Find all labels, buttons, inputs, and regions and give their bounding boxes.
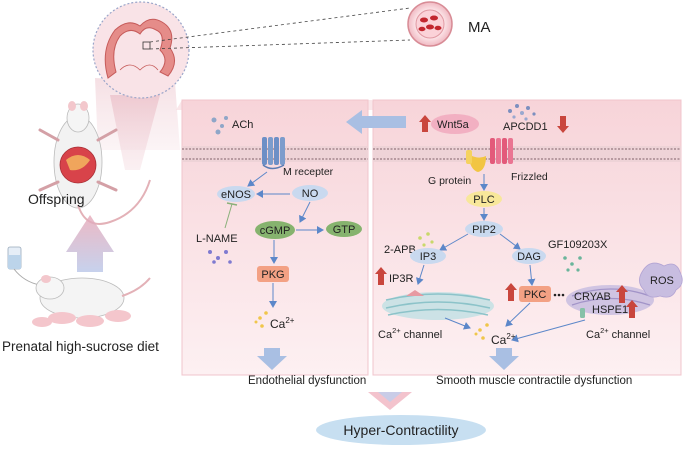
ca-particles-left	[254, 311, 268, 328]
ach-label: ACh	[232, 119, 253, 131]
frizzled-receptor-icon	[490, 138, 513, 164]
arrow-ip3r-ca	[444, 317, 471, 330]
gtp-node	[326, 221, 362, 237]
zoom-line-bottom	[149, 39, 411, 50]
ca-particles-right	[474, 323, 489, 340]
ach-molecules	[211, 116, 228, 135]
ma-label: MA	[468, 19, 491, 36]
ma-vessel-icon	[407, 1, 453, 47]
ca-label-left: Ca2+	[270, 316, 295, 331]
cgmp-node	[255, 221, 295, 239]
pip2-node	[465, 221, 503, 237]
pip2-label: PIP2	[472, 224, 496, 236]
hyper-contractility-label: Hyper-Contractility	[343, 422, 458, 438]
crosstalk-arrow	[346, 110, 406, 134]
no-node	[292, 185, 328, 201]
two-apb-label: 2-APB	[384, 244, 416, 256]
m-receptor-label: M recepter	[283, 166, 334, 178]
apcdd1-label: APCDD1	[503, 121, 548, 133]
l-name-label: L-NAME	[196, 233, 238, 245]
dag-node	[512, 248, 546, 264]
zoom-line-top	[149, 7, 411, 43]
ip3r-up-arrow	[375, 267, 387, 285]
cryab-up-arrow	[616, 285, 628, 303]
arrow-pip2-dag	[499, 233, 521, 250]
pkc-label: PKC	[524, 289, 547, 301]
ip3-node	[410, 248, 446, 264]
pkc-cryab-link	[553, 293, 565, 297]
dag-label: DAG	[517, 251, 541, 263]
hyper-contractility-badge	[316, 415, 486, 445]
pkc-up-arrow	[505, 283, 517, 301]
gf109203x-molecules	[563, 256, 582, 272]
ca-label-right: Ca2+	[491, 332, 516, 347]
wnt5a-blob	[431, 114, 479, 134]
ip3-label: IP3	[420, 251, 437, 263]
m-receptor-icon	[262, 137, 285, 170]
endothelial-dysfunction-label: Endothelial dysfunction	[248, 375, 366, 387]
pregnant-rat-with-pups	[7, 246, 151, 327]
arrow-pkc-ca	[505, 302, 531, 327]
smooth-muscle-dysfunction-label: Smooth muscle contractile dysfunction	[436, 375, 632, 387]
apcdd1-down-arrow	[557, 116, 569, 133]
ca-channel-label-left: Ca2+ channel	[378, 326, 442, 341]
arrow-ip3-ip3r	[415, 264, 425, 285]
pkg-node	[257, 266, 289, 282]
enos-label: eNOS	[221, 189, 251, 201]
gf109203x-label: GF109203X	[548, 239, 608, 251]
inhibit-bar	[226, 202, 238, 206]
apcdd1-molecules	[508, 104, 536, 121]
cryab-label: CRYAB	[574, 291, 611, 303]
g-protein-label: G protein	[428, 175, 471, 187]
sarcoplasmic-reticulum	[382, 290, 494, 320]
frizzled-label: Frizzled	[511, 171, 548, 183]
wnt5a-label: Wnt5a	[437, 119, 470, 131]
plc-node	[466, 191, 502, 207]
no-label: NO	[302, 188, 319, 200]
smooth-muscle-down-arrow	[489, 348, 519, 370]
ros-label: ROS	[650, 275, 674, 287]
arrow-mrec-enos	[247, 171, 268, 187]
colon-illustration	[92, 1, 190, 170]
two-apb-molecules	[418, 232, 434, 247]
smooth-muscle-membrane	[373, 146, 681, 162]
upward-arrow	[66, 215, 114, 272]
converge-arrow-inner	[378, 392, 402, 402]
hspe1-up-arrow	[626, 300, 638, 318]
arrow-no-cgmp	[299, 201, 311, 223]
arrow-pip2-ip3	[439, 233, 469, 251]
pkc-node	[519, 286, 551, 302]
hspe1-label: HSPE1	[592, 304, 628, 316]
l-name-molecules	[208, 250, 232, 264]
arrow-channel-ca	[511, 319, 586, 343]
endothelial-down-arrow	[257, 348, 287, 370]
offspring-label: Offspring	[28, 191, 85, 207]
pkg-label: PKG	[261, 269, 284, 281]
inhibit-lname-enos	[224, 203, 233, 229]
dissected-rat	[38, 101, 151, 225]
wnt5a-up-arrow	[419, 115, 431, 132]
ip3r-label: IP3R	[389, 273, 414, 285]
cgmp-label: cGMP	[260, 225, 291, 237]
enos-node	[217, 186, 255, 202]
g-protein-icon	[466, 150, 486, 172]
gtp-label: GTP	[333, 224, 356, 236]
smooth-muscle-panel	[372, 99, 682, 376]
ca-channel-label-right: Ca2+ channel	[586, 326, 650, 341]
ros-blob	[639, 262, 683, 298]
arrow-dag-pkc	[527, 264, 536, 286]
plc-label: PLC	[473, 194, 494, 206]
prenatal-diet-label: Prenatal high-sucrose diet	[2, 339, 159, 354]
